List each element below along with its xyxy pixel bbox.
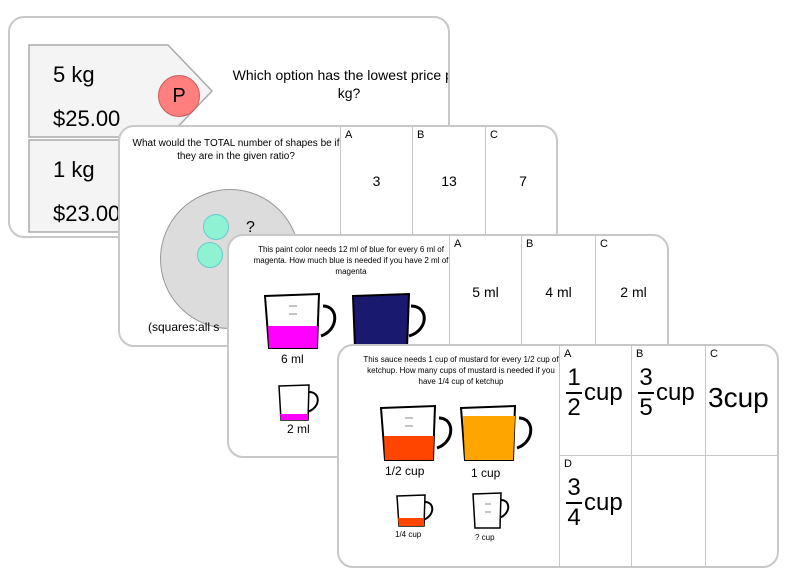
- option-value: 5 ml: [472, 284, 499, 300]
- option-value: 4 ml: [545, 284, 572, 300]
- option-value: 3cup: [708, 382, 769, 413]
- option-letter: B: [526, 238, 534, 250]
- question-text: What would the TOTAL number of shapes be…: [132, 138, 340, 162]
- option-value: 7: [519, 173, 527, 189]
- tag1-weight: 5 kg: [53, 62, 95, 87]
- jug-label: ? cup: [475, 533, 495, 542]
- jug-label: 1/2 cup: [385, 464, 425, 478]
- price-tag-1-shape: [28, 44, 214, 138]
- jug-label: 6 ml: [281, 352, 304, 366]
- option-fraction: 3 4 cup: [566, 476, 623, 530]
- fraction-unit: cup: [656, 379, 695, 406]
- jug-half-cup: [379, 404, 453, 461]
- option-b[interactable]: B 3 5 cup: [631, 346, 705, 456]
- fraction-bar: [566, 392, 582, 394]
- fraction-bar: [638, 392, 654, 394]
- option-fraction: 3 5 cup: [638, 366, 695, 420]
- option-d[interactable]: D 3 4 cup: [559, 456, 631, 566]
- jug-navy: [351, 292, 426, 349]
- fraction-numerator: 1: [567, 364, 581, 391]
- option-c[interactable]: C 2 ml: [595, 236, 667, 346]
- circle-shape: [197, 242, 223, 268]
- jug-magenta: [263, 292, 337, 349]
- jug-label: 1 cup: [471, 466, 501, 480]
- empty-cell: [705, 456, 777, 566]
- question-text: This paint color needs 12 ml of blue for…: [253, 245, 449, 276]
- option-value: 3: [372, 173, 381, 189]
- option-c[interactable]: C 7: [485, 127, 556, 237]
- option-letter: C: [710, 348, 718, 360]
- caption: (squares:all s: [148, 320, 220, 334]
- fraction-denominator: 2: [567, 394, 581, 421]
- option-value: 13: [441, 173, 457, 189]
- fraction-denominator: 5: [639, 394, 653, 421]
- jug-label: 1/4 cup: [395, 530, 422, 539]
- option-value: 2 ml: [620, 284, 647, 300]
- tag2-price: $23.00: [53, 201, 121, 226]
- option-b[interactable]: B 13: [412, 127, 485, 237]
- option-letter: A: [454, 238, 462, 250]
- question-text: Which option has the lowest price per kg…: [232, 67, 450, 101]
- option-letter: A: [345, 129, 353, 141]
- fraction-unit: cup: [584, 379, 623, 406]
- tag2-weight: 1 kg: [53, 157, 95, 182]
- sauce-card: This sauce needs 1 cup of mustard for ev…: [337, 344, 779, 568]
- tag1-price: $25.00: [53, 106, 121, 131]
- jug-one-cup: [459, 404, 533, 461]
- jug-quarter-cup: [396, 494, 434, 527]
- fraction-numerator: 3: [639, 364, 653, 391]
- option-letter: B: [636, 348, 644, 360]
- option-a[interactable]: A 1 2 cup: [559, 346, 631, 456]
- option-b[interactable]: B 4 ml: [521, 236, 595, 346]
- jug-small-magenta: [278, 384, 319, 421]
- fraction-bar: [566, 502, 582, 504]
- option-a[interactable]: A 5 ml: [449, 236, 521, 346]
- price-tag-1: 5 kg $25.00: [28, 44, 214, 139]
- option-letter: C: [490, 129, 498, 141]
- fraction-numerator: 3: [567, 474, 581, 501]
- empty-cell: [631, 456, 705, 566]
- jug-unknown-cup: [472, 492, 510, 529]
- unknown-mark: ?: [246, 219, 255, 236]
- option-letter: B: [417, 129, 425, 141]
- fraction-unit: cup: [584, 489, 623, 516]
- jug-label: 2 ml: [287, 422, 310, 436]
- fraction-denominator: 4: [567, 504, 581, 531]
- options-grid: A 1 2 cup B 3 5 cup C: [559, 346, 777, 566]
- option-letter: D: [564, 458, 572, 470]
- option-a[interactable]: A 3: [340, 127, 412, 237]
- option-letter: C: [600, 238, 608, 250]
- question-text: This sauce needs 1 cup of mustard for ev…: [363, 355, 559, 386]
- option-c[interactable]: C 3cup: [705, 346, 777, 456]
- option-letter: A: [564, 348, 572, 360]
- p-badge: P: [158, 75, 200, 117]
- circle-shape: [203, 214, 229, 240]
- option-fraction: 1 2 cup: [566, 366, 623, 420]
